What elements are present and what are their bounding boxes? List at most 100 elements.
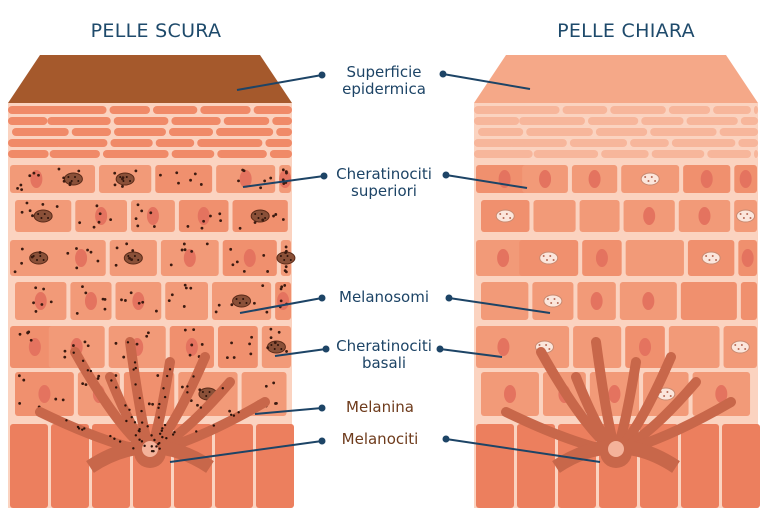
- melanin-dot: [57, 167, 61, 171]
- melanin-dot: [230, 303, 234, 307]
- melanin-dot: [77, 427, 81, 430]
- flat-cell: [171, 150, 215, 158]
- melanin-dot: [269, 176, 273, 180]
- flat-cell: [155, 139, 195, 147]
- melanin-dot: [63, 355, 67, 359]
- melanin-dot: [229, 247, 233, 251]
- melanin-dot: [199, 183, 203, 186]
- leader-line: [254, 407, 323, 415]
- melanin-granule: [40, 217, 43, 219]
- flat-cell: [276, 128, 292, 136]
- melanin-dot: [125, 419, 128, 423]
- title-dark-skin: PELLE SCURA: [90, 20, 222, 42]
- leader-dot: [442, 435, 450, 443]
- melanin-dot: [284, 249, 288, 253]
- melanin-granule: [67, 176, 70, 178]
- melanin-dot: [232, 356, 236, 359]
- melanin-granule: [37, 213, 40, 215]
- melanin-granule: [553, 298, 556, 300]
- basal-cell: [517, 424, 555, 508]
- nucleus: [277, 292, 290, 310]
- melanin-granule: [245, 302, 248, 304]
- melanin-dot: [34, 286, 38, 290]
- melanin-dot: [186, 385, 189, 388]
- melanosome: [539, 251, 559, 265]
- melanin-dot: [242, 269, 246, 273]
- melanin-granule: [666, 391, 669, 393]
- melanin-dot: [225, 356, 229, 360]
- melanin-dot: [138, 438, 141, 441]
- basal-cell: [256, 424, 294, 508]
- melanin-granule: [538, 344, 541, 346]
- melanin-dot: [284, 265, 288, 269]
- melanin-granule: [499, 213, 502, 215]
- melanin-dot: [183, 283, 187, 287]
- melanin-dot: [86, 344, 90, 348]
- melanin-dot: [132, 368, 135, 371]
- melanin-dot: [19, 183, 23, 187]
- melanin-dot: [133, 361, 137, 364]
- melanin-dot: [34, 310, 38, 313]
- basal-cell: [722, 424, 760, 508]
- nucleus: [185, 338, 198, 356]
- melanin-dot: [157, 416, 161, 419]
- surface-layer: [8, 55, 292, 103]
- melanin-dot: [158, 432, 162, 435]
- melanin-dot: [135, 342, 139, 346]
- melanin-dot: [158, 447, 161, 450]
- nucleus: [75, 249, 88, 267]
- melanin-dot: [169, 263, 173, 267]
- melanin-dot: [281, 218, 285, 221]
- melanin-dot: [122, 355, 126, 359]
- nucleus: [28, 338, 41, 356]
- melanin-dot: [279, 299, 283, 303]
- melanin-dot: [196, 403, 199, 407]
- melanin-granule: [242, 298, 245, 300]
- melanin-dot: [109, 218, 113, 222]
- melanin-granule: [705, 255, 708, 257]
- keratinocyte: [625, 240, 684, 276]
- melanin-granule: [542, 255, 545, 257]
- melanin-dot: [228, 409, 232, 413]
- leader-dot: [436, 345, 444, 353]
- melanin-granule: [715, 259, 718, 261]
- melanin-granule: [70, 180, 73, 182]
- flat-cell: [526, 128, 593, 136]
- melanin-granule: [647, 180, 650, 182]
- melanin-dot: [20, 188, 24, 192]
- keratinocyte: [481, 282, 529, 320]
- melanin-dot: [229, 413, 233, 416]
- flat-cell: [719, 128, 758, 136]
- melanin-dot: [28, 174, 32, 178]
- melanin-dot: [42, 287, 46, 291]
- melanin-dot: [217, 303, 221, 307]
- melanin-dot: [25, 201, 29, 205]
- melanin-granule: [201, 391, 204, 393]
- melanin-granule: [549, 255, 552, 257]
- melanin-granule: [650, 176, 653, 178]
- melanin-dot: [155, 309, 158, 313]
- flat-cell: [671, 139, 736, 147]
- melanin-dot: [120, 298, 123, 302]
- leader-dot: [439, 70, 447, 78]
- melanin-dot: [182, 305, 186, 308]
- melanin-dot: [18, 332, 22, 336]
- label-melanocytes: Melanociti: [341, 430, 419, 448]
- dark-skin-panel: [8, 55, 296, 508]
- melanin-dot: [146, 425, 149, 428]
- leader-dot: [318, 404, 326, 412]
- melanin-granule: [505, 213, 508, 215]
- melanin-dot: [140, 209, 144, 213]
- flat-cell: [52, 106, 107, 114]
- melanin-dot: [231, 263, 235, 267]
- melanin-dot: [66, 251, 70, 255]
- flat-cell: [562, 106, 608, 114]
- melanin-dot: [177, 181, 180, 185]
- melanin-dot: [125, 242, 129, 246]
- melanin-granule: [286, 255, 289, 257]
- flat-cell: [49, 150, 100, 158]
- flat-cell: [713, 106, 751, 114]
- melanin-dot: [140, 421, 144, 424]
